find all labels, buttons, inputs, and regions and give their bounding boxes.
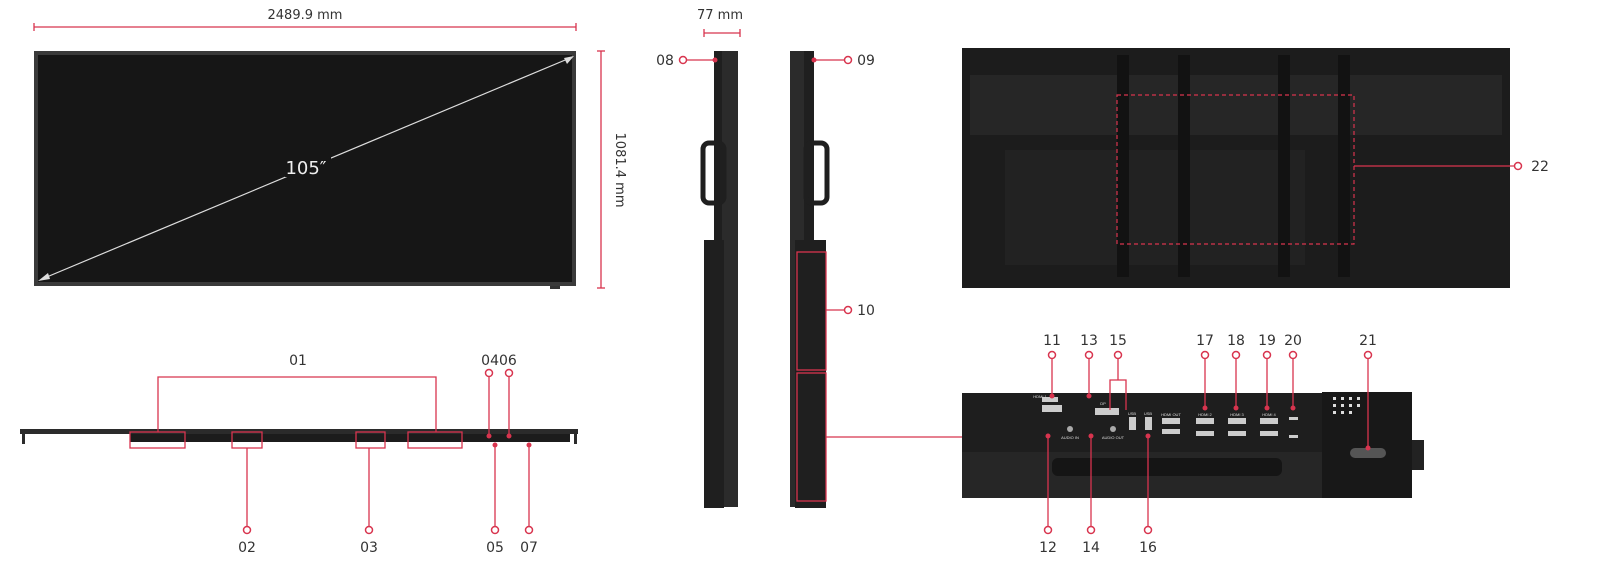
- port-label-hdmi-out: HDMI OUT: [1161, 412, 1181, 417]
- side-views: 77 mm 08 09 10: [656, 8, 962, 508]
- callout-10: 10: [857, 303, 875, 319]
- width-label: 2489.9 mm: [268, 8, 343, 23]
- callout-02: 02: [238, 540, 256, 556]
- callout-04-06: 0406: [481, 353, 517, 369]
- callout-14: 14: [1082, 540, 1100, 556]
- port-label-usb-b: USB: [1144, 411, 1153, 416]
- callout-13: 13: [1080, 333, 1098, 349]
- callout-21: 21: [1359, 333, 1377, 349]
- callout-03: 03: [360, 540, 378, 556]
- height-label: 1081.4 mm: [612, 133, 627, 208]
- port-label-audio-out: AUDIO OUT: [1102, 435, 1125, 440]
- port-label-audio-in: AUDIO IN: [1061, 435, 1079, 440]
- diagonal-label: 105″: [285, 158, 326, 179]
- callout-07: 07: [520, 540, 538, 556]
- port-label-hdmi3: HDMI 3: [1230, 412, 1244, 417]
- callout-08: 08: [656, 53, 674, 69]
- front-view: 2489.9 mm 105″ 1081.4 mm: [33, 8, 627, 289]
- port-detail: HDMI 1 DP USB USB HDMI OUT HDMI 2 HDMI 3…: [962, 392, 1424, 498]
- callout-18: 18: [1227, 333, 1245, 349]
- port-label-usb-a: USB: [1128, 411, 1137, 416]
- callout-19: 19: [1258, 333, 1276, 349]
- bottom-view: 01 02 03 0406 05 07: [20, 353, 578, 556]
- port-label-dp: DP: [1100, 401, 1106, 406]
- callout-22: 22: [1531, 159, 1549, 175]
- callout-11: 11: [1043, 333, 1061, 349]
- callout-15: 15: [1109, 333, 1127, 349]
- port-label-hdmi4: HDMI 4: [1262, 412, 1276, 417]
- port-label-hdmi2: HDMI 2: [1198, 412, 1212, 417]
- callout-17: 17: [1196, 333, 1214, 349]
- port-callouts: 11 13 15 17 18 19 20 21 12 14 16: [1039, 333, 1377, 556]
- callout-01: 01: [289, 353, 307, 369]
- callout-09: 09: [857, 53, 875, 69]
- callout-12: 12: [1039, 540, 1057, 556]
- port-label-hdmi1: HDMI 1: [1033, 394, 1047, 399]
- callout-05: 05: [486, 540, 504, 556]
- depth-label: 77 mm: [697, 8, 743, 23]
- callout-20: 20: [1284, 333, 1302, 349]
- back-view: 22: [962, 48, 1549, 288]
- callout-16: 16: [1139, 540, 1157, 556]
